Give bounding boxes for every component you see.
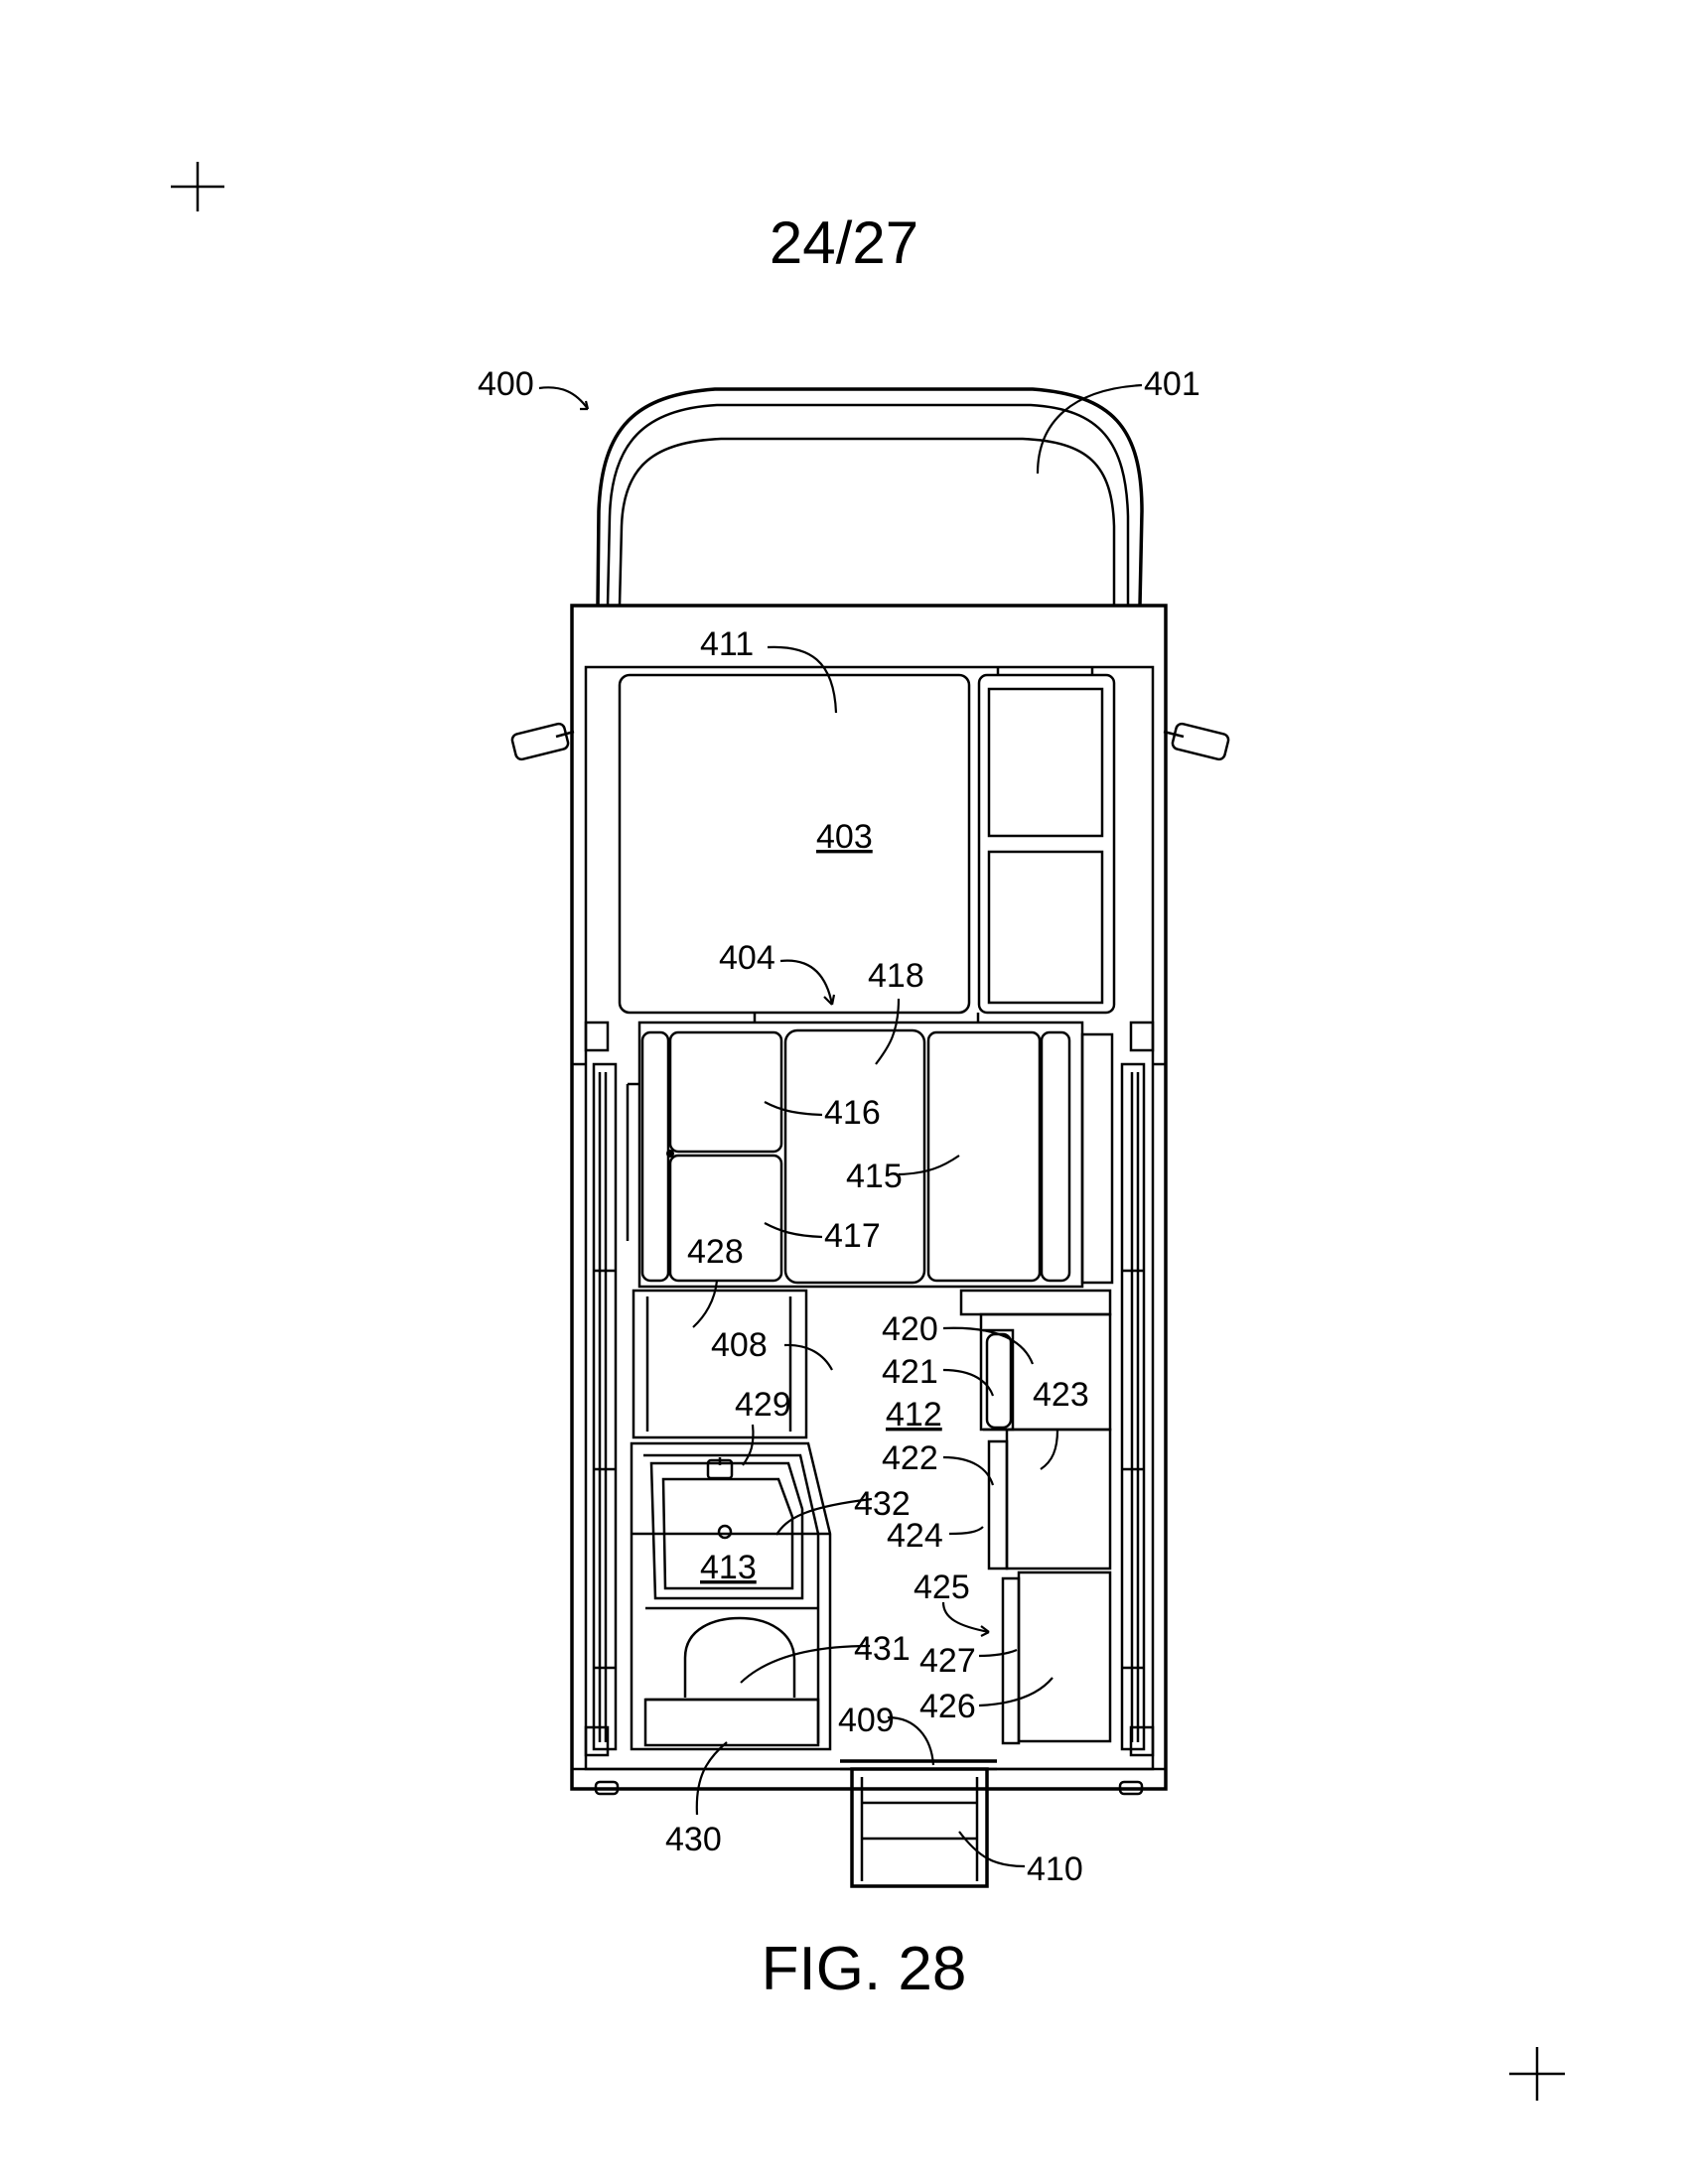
registration-mark-bottom-right bbox=[1509, 2047, 1565, 2101]
vehicle-cab-hood bbox=[596, 387, 1144, 607]
left-wall-panel bbox=[584, 1062, 618, 1757]
label-413: 413 bbox=[700, 1549, 757, 1586]
label-408: 408 bbox=[711, 1326, 768, 1364]
reference-numerals: 400 401 411 403 404 418 416 415 417 428 … bbox=[478, 365, 1200, 1888]
label-412: 412 bbox=[886, 1396, 942, 1433]
right-wall-panel bbox=[1120, 1062, 1155, 1757]
compartment-428 bbox=[632, 1289, 808, 1439]
label-416: 416 bbox=[824, 1094, 881, 1132]
sheet-page-number: 24/27 bbox=[769, 209, 919, 276]
label-421: 421 bbox=[882, 1353, 938, 1391]
figure-caption: FIG. 28 bbox=[761, 1935, 967, 2003]
label-422: 422 bbox=[882, 1439, 938, 1477]
label-429: 429 bbox=[735, 1386, 791, 1424]
vehicle-body-outline bbox=[570, 604, 1168, 1796]
right-side-mirror bbox=[1163, 722, 1230, 761]
front-corner-posts bbox=[584, 1021, 1155, 1052]
label-427: 427 bbox=[919, 1642, 976, 1680]
label-431: 431 bbox=[854, 1630, 911, 1668]
right-bench-strip bbox=[1080, 1032, 1114, 1285]
left-side-mirror bbox=[510, 722, 575, 761]
label-411: 411 bbox=[700, 625, 754, 663]
label-415: 415 bbox=[846, 1158, 903, 1195]
registration-mark-top-left bbox=[171, 162, 224, 211]
bathroom-413 bbox=[630, 1441, 832, 1751]
label-425: 425 bbox=[914, 1569, 970, 1606]
label-424: 424 bbox=[887, 1517, 943, 1555]
label-409: 409 bbox=[838, 1702, 895, 1739]
label-400: 400 bbox=[478, 365, 534, 403]
galley-area-412 bbox=[959, 1289, 1112, 1745]
entry-step-410 bbox=[850, 1767, 989, 1888]
label-423: 423 bbox=[1033, 1376, 1089, 1414]
leader-lines bbox=[538, 383, 1143, 1868]
label-418: 418 bbox=[868, 957, 924, 995]
label-430: 430 bbox=[665, 1821, 722, 1858]
label-426: 426 bbox=[919, 1688, 976, 1725]
label-417: 417 bbox=[824, 1217, 881, 1255]
label-420: 420 bbox=[882, 1310, 938, 1348]
label-432: 432 bbox=[854, 1485, 911, 1523]
label-410: 410 bbox=[1027, 1850, 1083, 1888]
label-403: 403 bbox=[816, 818, 873, 856]
cab-area-403 bbox=[618, 667, 1116, 1015]
label-428: 428 bbox=[687, 1233, 744, 1271]
label-404: 404 bbox=[719, 939, 775, 977]
label-401: 401 bbox=[1144, 365, 1200, 403]
